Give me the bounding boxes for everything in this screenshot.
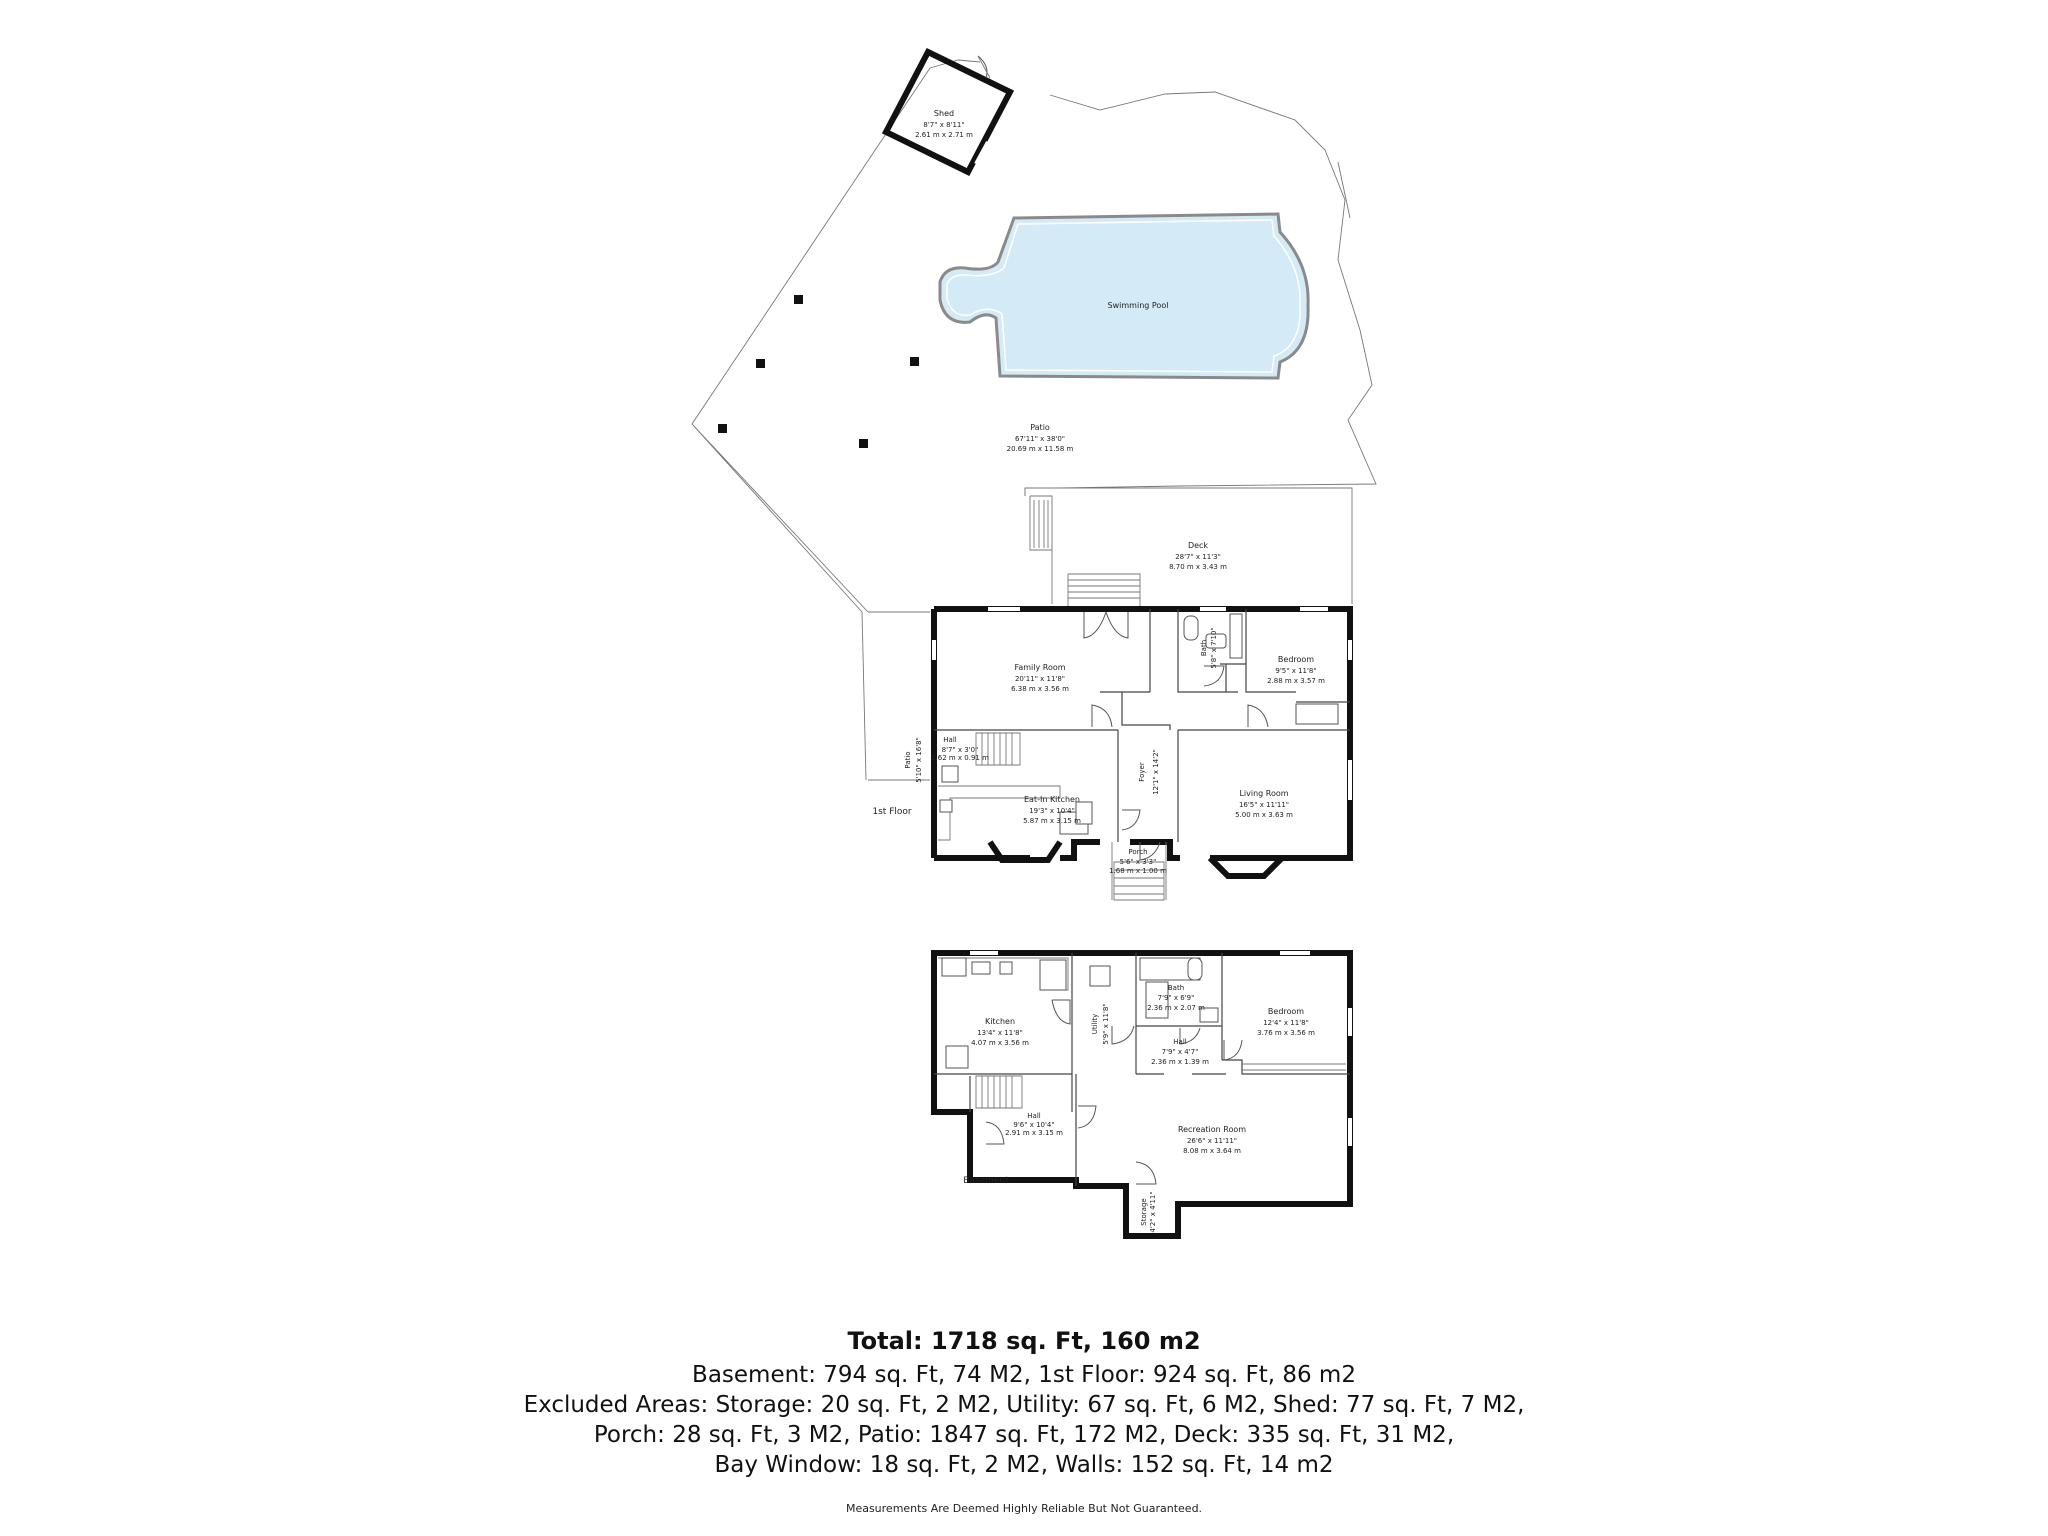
patio-dim-imperial: 67'11" x 38'0" — [1015, 435, 1065, 443]
family-room-dim-metric: 6.38 m x 3.56 m — [1011, 685, 1069, 693]
recreation-name: Recreation Room — [1178, 1125, 1246, 1134]
pool-name: Swimming Pool — [1108, 301, 1169, 310]
bsmt-hall-dim-metric: 2.36 m x 1.39 m — [1151, 1058, 1209, 1066]
kitchen-dim-metric: 5.87 m x 3.15 m — [1023, 817, 1081, 825]
living-room-dim-metric: 5.00 m x 3.63 m — [1235, 811, 1293, 819]
family-room-dim-imperial: 20'11" x 11'8" — [1015, 675, 1065, 683]
recreation-dim-imperial: 26'6" x 11'11" — [1187, 1137, 1237, 1145]
first-floor-label: 1st Floor — [872, 807, 911, 817]
bsmt-kitchen-dim-metric: 4.07 m x 3.56 m — [971, 1039, 1029, 1047]
bsmt-kitchen-name: Kitchen — [985, 1017, 1015, 1026]
hall-dim-imperial: 8'7" x 3'0" — [942, 746, 979, 754]
bsmt-bedroom-name: Bedroom — [1268, 1007, 1304, 1016]
deck: Deck 28'7" x 11'3" 8.70 m x 3.43 m — [1024, 487, 1353, 606]
foyer-name: Foyer — [1138, 762, 1146, 782]
area-breakdown: Basement: 794 sq. Ft, 74 M2, 1st Floor: … — [0, 1360, 2048, 1480]
patio-name: Patio — [1030, 423, 1050, 432]
bsmt-kitchen-dim-imperial: 13'4" x 11'8" — [977, 1029, 1023, 1037]
porch-name: Porch — [1128, 848, 1147, 856]
porch-dim-metric: 1.68 m x 1.00 m — [1109, 867, 1167, 875]
bsmt-stair-hall-dim-imperial: 9'6" x 10'4" — [1013, 1121, 1054, 1129]
bsmt-stair-hall-name: Hall — [1027, 1112, 1040, 1120]
patio-area — [691, 59, 1377, 781]
patio-dim-metric: 20.69 m x 11.58 m — [1007, 445, 1074, 453]
utility-dim: 5'9" x 11'8" — [1102, 1003, 1110, 1044]
storage-dim: 4'2" x 4'11" — [1149, 1191, 1157, 1232]
first-floor-plan: Family Room 20'11" x 11'8" 6.38 m x 3.56… — [872, 606, 1353, 901]
shed: Shed 8'7" x 8'11" 2.61 m x 2.71 m — [881, 48, 1015, 176]
deck-name: Deck — [1188, 541, 1208, 550]
shed-dim-metric: 2.61 m x 2.71 m — [915, 131, 973, 139]
shed-dim-imperial: 8'7" x 8'11" — [923, 121, 964, 129]
bsmt-stair-hall-dim-metric: 2.91 m x 3.15 m — [1005, 1129, 1063, 1137]
foyer-dim: 12'1" x 14'2" — [1152, 749, 1160, 795]
living-room-dim-imperial: 16'5" x 11'11" — [1239, 801, 1289, 809]
area-line-excluded-2: Porch: 28 sq. Ft, 3 M2, Patio: 1847 sq. … — [593, 1422, 1455, 1448]
bsmt-hall-dim-imperial: 7'9" x 4'7" — [1162, 1048, 1199, 1056]
bsmt-bedroom-dim-metric: 3.76 m x 3.56 m — [1257, 1029, 1315, 1037]
storage-name: Storage — [1140, 1198, 1148, 1225]
patio-label: Patio 67'11" x 38'0" 20.69 m x 11.58 m — [1007, 423, 1074, 453]
bedroom-dim-imperial: 9'5" x 11'8" — [1275, 667, 1316, 675]
family-room-name: Family Room — [1014, 663, 1065, 672]
recreation-dim-metric: 8.08 m x 3.64 m — [1183, 1147, 1241, 1155]
deck-dim-imperial: 28'7" x 11'3" — [1175, 553, 1221, 561]
disclaimer: Measurements Are Deemed Highly Reliable … — [845, 1502, 1203, 1515]
bsmt-bath-dim-imperial: 7'9" x 6'9" — [1158, 994, 1195, 1002]
living-room-name: Living Room — [1239, 789, 1288, 798]
area-line-excluded-1: Excluded Areas: Storage: 20 sq. Ft, 2 M2… — [523, 1392, 1525, 1418]
pool-outline — [938, 212, 1310, 380]
side-patio-name: Patio — [904, 751, 912, 768]
hall-dim-metric: 2.62 m x 0.91 m — [931, 754, 989, 762]
basement-plan: Kitchen 13'4" x 11'8" 4.07 m x 3.56 m Ut… — [931, 950, 1353, 1239]
bath-dim: 5'8" x 7'10" — [1210, 627, 1218, 668]
utility-name: Utility — [1091, 1014, 1099, 1035]
bath-name: Bath — [1200, 640, 1208, 656]
area-line-excluded-3: Bay Window: 18 sq. Ft, 2 M2, Walls: 152 … — [714, 1452, 1334, 1478]
bsmt-bedroom-dim-imperial: 12'4" x 11'8" — [1263, 1019, 1309, 1027]
side-patio-dim: 5'10" x 16'8" — [915, 737, 923, 783]
porch-dim-imperial: 5'6" x 3'3" — [1120, 858, 1157, 866]
kitchen-dim-imperial: 19'3" x 10'4" — [1029, 807, 1075, 815]
total-area: Total: 1718 sq. Ft, 160 m2 — [847, 1327, 1201, 1355]
basement-label: Basement — [963, 1176, 1009, 1186]
swimming-pool: Swimming Pool — [938, 212, 1310, 380]
shed-name: Shed — [934, 109, 954, 118]
bedroom-dim-metric: 2.88 m x 3.57 m — [1267, 677, 1325, 685]
bedroom-name: Bedroom — [1278, 655, 1314, 664]
kitchen-name: Eat-In Kitchen — [1024, 795, 1080, 804]
deck-dim-metric: 8.70 m x 3.43 m — [1169, 563, 1227, 571]
bsmt-bath-name: Bath — [1168, 984, 1184, 992]
area-line-floors: Basement: 794 sq. Ft, 74 M2, 1st Floor: … — [692, 1362, 1356, 1388]
bsmt-hall-name: Hall — [1173, 1038, 1186, 1046]
hall-name: Hall — [943, 736, 956, 744]
bsmt-bath-dim-metric: 2.36 m x 2.07 m — [1147, 1004, 1205, 1012]
